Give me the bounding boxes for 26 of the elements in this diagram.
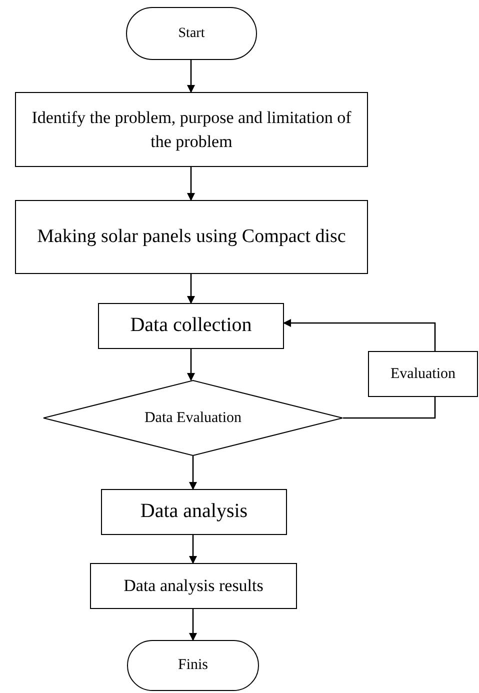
start-terminal [126,7,257,60]
process-box [101,489,287,535]
process-box [368,351,478,397]
node-label: Evaluation [390,364,456,384]
arrow [187,167,195,201]
arrow [187,349,195,381]
node-label: Data Evaluation [144,408,242,428]
process-box [15,92,368,167]
arrow [189,535,197,564]
node-label: Making solar panels using Compact disc [36,224,347,249]
decision-diamond [43,380,343,456]
arrow [189,456,197,490]
arrow [283,319,436,351]
arrow [187,274,195,304]
arrow [187,60,195,93]
process-box [90,563,297,609]
process-box [98,303,284,349]
end-terminal [127,640,259,691]
node-label: Start [178,24,205,43]
node-label: Identify the problem, purpose and limitation of the problem [30,107,352,153]
node-label: Finis [178,656,208,676]
node-label: Data analysis results [124,575,264,598]
node-label: Data collection [130,313,252,338]
node-label: Data analysis [140,499,248,524]
process-box [15,200,368,274]
arrow [189,609,197,641]
